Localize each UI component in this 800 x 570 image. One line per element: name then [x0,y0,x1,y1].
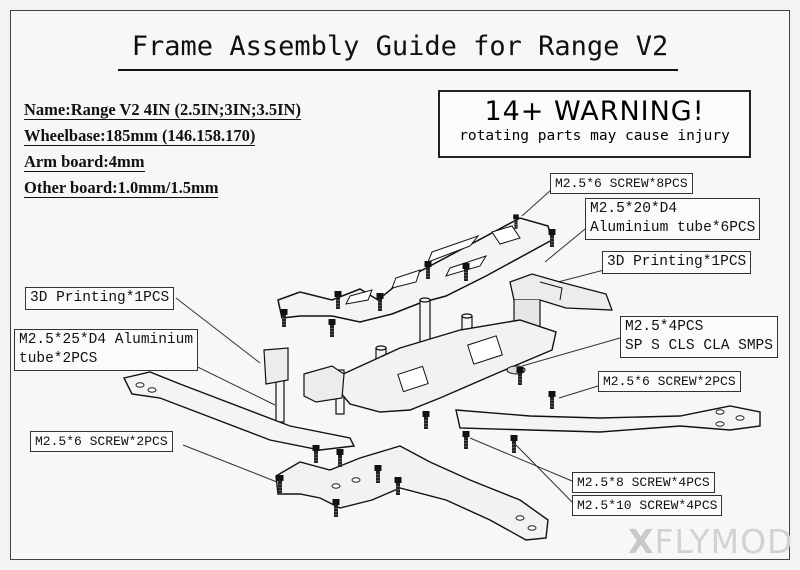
page-title: Frame Assembly Guide for Range V2 [131,31,669,62]
left-arm [122,371,356,451]
callout-tube-d4: M2.5*20*D4 Aluminium tube*6PCS [585,198,761,240]
callout-screw-top: M2.5*6 SCREW*8PCS [550,173,693,194]
spec-name: Name:Range V2 4IN (2.5IN;3IN;3.5IN) [24,99,301,125]
callout-print-left: 3D Printing*1PCS [25,287,175,310]
spec-wheelbase: Wheelbase:185mm (146.158.170) [24,125,301,151]
warning-subtitle: rotating parts may cause injury [459,128,730,144]
spec-arm-board-text: Arm board:4mm [24,152,145,172]
callout-screw-10: M2.5*10 SCREW*4PCS [572,495,723,516]
callout-screw-8: M2.5*8 SCREW*4PCS [572,472,715,493]
warning-box: 14+ WARNING! rotating parts may cause in… [438,90,751,158]
callout-tube-d4-line1: M2.5*20*D4 [590,201,678,217]
callout-tube-25: M2.5*25*D4 Aluminium tube*2PCS [14,329,199,371]
leader-lines [162,189,621,505]
bottom-plate [275,445,549,541]
spec-name-text: Name:Range V2 4IN (2.5IN;3IN;3.5IN) [24,100,301,120]
middle-plate [328,319,557,413]
callout-tube-25-line1: M2.5*25*D4 Aluminium [19,332,194,348]
callout-print-right: 3D Printing*1PCS [602,251,752,274]
callout-standoff: M2.5*4PCS SP S CLS CLA SMPS [620,316,778,358]
spec-other-board-text: Other board:1.0mm/1.5mm [24,178,219,198]
callout-tube-25-line2: tube*2PCS [19,351,98,367]
watermark-text: FLYMOD [654,522,794,561]
spec-wheelbase-text: Wheelbase:185mm (146.158.170) [24,126,256,146]
callout-standoff-line2: SP S CLS CLA SMPS [625,338,773,354]
spec-other-board: Other board:1.0mm/1.5mm [24,177,301,203]
spec-list: Name:Range V2 4IN (2.5IN;3IN;3.5IN) Whee… [24,99,301,203]
spec-arm-board: Arm board:4mm [24,151,301,177]
watermark-mark: X [628,522,655,561]
title-underline [118,69,678,71]
top-plate [277,217,553,323]
callout-tube-d4-line2: Aluminium tube*6PCS [590,220,756,236]
watermark: XFLYMOD [628,522,793,561]
callout-screw-right: M2.5*6 SCREW*2PCS [598,371,741,392]
side-mount-print [263,347,345,403]
callout-standoff-line1: M2.5*4PCS [625,319,704,335]
warning-title: 14+ WARNING! [484,96,705,127]
right-arm [455,405,761,433]
callout-screw-left: M2.5*6 SCREW*2PCS [30,431,173,452]
